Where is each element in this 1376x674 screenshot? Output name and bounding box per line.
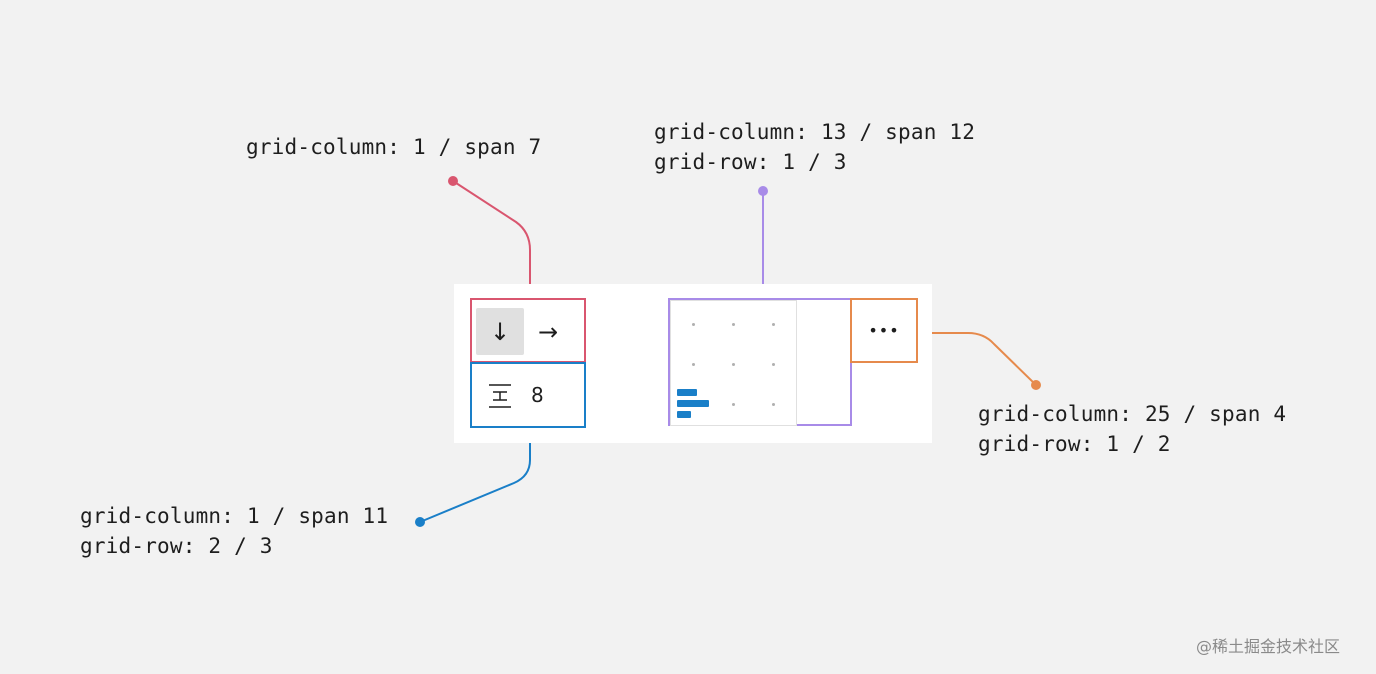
- direction-toggle-group: ↓ →: [470, 298, 586, 363]
- grid-dot[interactable]: [732, 363, 735, 366]
- purple-annotation-line-1: grid-column: 13 / span 12: [654, 120, 976, 144]
- blue-connector-line: [419, 427, 531, 523]
- grid-dot[interactable]: [692, 363, 695, 366]
- blue-annotation-line-1: grid-column: 1 / span 11: [80, 504, 389, 528]
- orange-annotation-line-2: grid-row: 1 / 2: [978, 432, 1171, 456]
- watermark: @稀土掘金技术社区: [1196, 637, 1341, 656]
- alignment-bar-bottom[interactable]: [677, 411, 691, 418]
- red-annotation-line-1: grid-column: 1 / span 7: [246, 135, 542, 159]
- purple-annotation-line-2: grid-row: 1 / 3: [654, 150, 847, 174]
- grid-dot[interactable]: [732, 323, 735, 326]
- grid-dot[interactable]: [772, 403, 775, 406]
- more-horizontal-icon: •••: [852, 300, 916, 361]
- orange-annotation: grid-column: 25 / span 4 grid-row: 1 / 2: [978, 399, 1286, 459]
- red-connector-line: [452, 180, 531, 299]
- red-annotation: grid-column: 1 / span 7: [246, 132, 541, 162]
- block-toolbar-panel: ↓ → 8: [454, 284, 932, 443]
- orange-annotation-line-1: grid-column: 25 / span 4: [978, 402, 1287, 426]
- purple-connector-dot: [758, 186, 768, 196]
- blue-annotation: grid-column: 1 / span 11 grid-row: 2 / 3: [80, 501, 388, 561]
- blue-connector-dot: [415, 517, 425, 527]
- spacing-value: 8: [531, 383, 544, 407]
- alignment-matrix-control: [668, 298, 852, 426]
- red-connector-dot: [448, 176, 458, 186]
- blue-annotation-line-2: grid-row: 2 / 3: [80, 534, 273, 558]
- alignment-bar-top[interactable]: [677, 389, 697, 396]
- arrow-down-button[interactable]: ↓: [476, 308, 524, 355]
- arrow-right-icon: →: [537, 317, 559, 346]
- more-glyph: •••: [868, 321, 900, 340]
- arrow-down-icon: ↓: [489, 317, 511, 346]
- orange-connector-line: [917, 332, 1037, 386]
- grid-dot[interactable]: [772, 323, 775, 326]
- more-options-button[interactable]: •••: [850, 298, 918, 363]
- purple-annotation: grid-column: 13 / span 12 grid-row: 1 / …: [654, 117, 975, 177]
- grid-dot[interactable]: [772, 363, 775, 366]
- spacing-control[interactable]: 8: [470, 362, 586, 428]
- alignment-grid-icon[interactable]: [670, 300, 797, 426]
- orange-connector-dot: [1031, 380, 1041, 390]
- grid-dot[interactable]: [692, 323, 695, 326]
- alignment-bar-middle[interactable]: [677, 400, 709, 407]
- justify-space-between-icon: [489, 384, 511, 408]
- grid-dot[interactable]: [732, 403, 735, 406]
- arrow-right-button[interactable]: →: [524, 308, 572, 355]
